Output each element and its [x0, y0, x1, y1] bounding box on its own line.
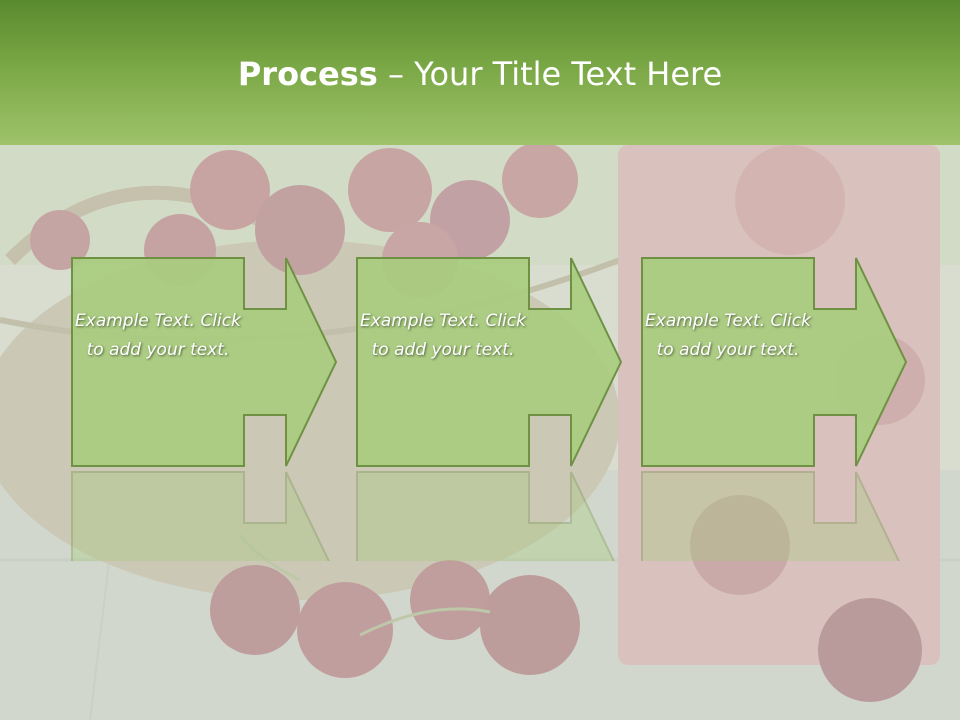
- step-reflection: [641, 471, 937, 561]
- step-reflection: [71, 471, 367, 561]
- arrow-box-shape: [641, 257, 908, 467]
- title-bold: Process: [237, 55, 378, 93]
- step-text[interactable]: Example Text. Click to add your text.: [360, 311, 526, 360]
- step-text[interactable]: Example Text. Click to add your text.: [75, 311, 241, 360]
- title-bar: Process – Your Title Text Here: [0, 0, 960, 145]
- title-rest: – Your Title Text Here: [377, 55, 723, 93]
- step-text[interactable]: Example Text. Click to add your text.: [645, 311, 811, 360]
- step-reflection: [356, 471, 652, 561]
- process-step-1[interactable]: Example Text. Click to add your text.: [71, 257, 367, 561]
- arrow-box-shape: [71, 257, 338, 467]
- process-step-3[interactable]: Example Text. Click to add your text.: [641, 257, 937, 561]
- process-step-2[interactable]: Example Text. Click to add your text.: [356, 257, 652, 561]
- arrow-box-shape: [356, 257, 623, 467]
- slide-title[interactable]: Process – Your Title Text Here: [0, 50, 960, 98]
